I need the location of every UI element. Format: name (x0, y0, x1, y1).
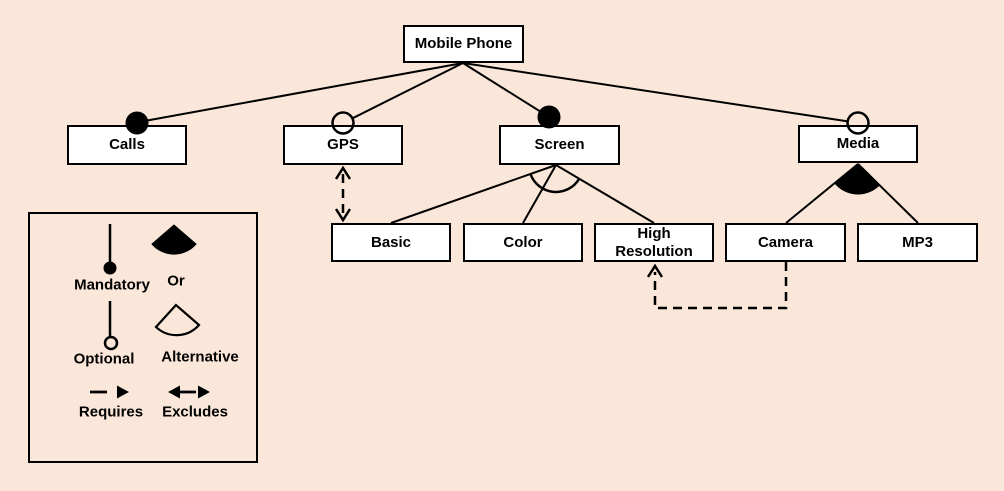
node-basic-label: Basic (370, 233, 412, 251)
excludes-arrowhead-up (334, 165, 352, 180)
legend-box (28, 212, 258, 463)
legend-or-label: Or (167, 272, 185, 290)
node-gps: GPS (283, 125, 403, 165)
node-media-label: Media (836, 135, 880, 153)
legend-mandatory-label: Mandatory (74, 276, 150, 294)
node-high-resolution-label: High Resolution (615, 225, 693, 260)
node-mp3-label: MP3 (902, 233, 933, 251)
edge-screen-highres (555, 164, 655, 224)
legend-optional-label: Optional (73, 350, 135, 368)
edge-root-media (462, 62, 848, 123)
node-calls-label: Calls (109, 136, 145, 154)
requires-arrowhead (646, 263, 664, 278)
node-calls: Calls (67, 125, 187, 165)
excludes-arrowhead-down (334, 208, 352, 223)
node-mp3: MP3 (857, 223, 978, 262)
requires-camera-highres-line (653, 262, 788, 310)
node-media: Media (798, 125, 918, 163)
node-screen-label: Screen (534, 136, 585, 154)
edge-root-gps (352, 62, 464, 120)
or-group-fan (834, 163, 881, 195)
node-camera-label: Camera (757, 233, 814, 251)
legend-excludes-label: Excludes (162, 403, 228, 421)
node-mobile-phone: Mobile Phone (403, 25, 524, 63)
edge-screen-color (522, 164, 557, 224)
node-camera: Camera (725, 223, 846, 262)
edge-media-mp3 (857, 163, 919, 224)
legend-requires-label: Requires (78, 403, 144, 421)
node-gps-label: GPS (327, 136, 359, 154)
node-basic: Basic (331, 223, 451, 262)
node-high-resolution: High Resolution (594, 223, 714, 262)
node-screen: Screen (499, 125, 620, 165)
alternative-group-arc (529, 173, 581, 194)
edge-root-calls (138, 62, 464, 123)
edge-root-screen (462, 62, 550, 118)
node-mobile-phone-label: Mobile Phone (414, 35, 513, 53)
node-color: Color (463, 223, 583, 262)
edge-media-camera (785, 163, 859, 224)
node-color-label: Color (503, 233, 543, 251)
legend-alternative-label: Alternative (161, 348, 239, 366)
edge-screen-basic (390, 164, 557, 224)
